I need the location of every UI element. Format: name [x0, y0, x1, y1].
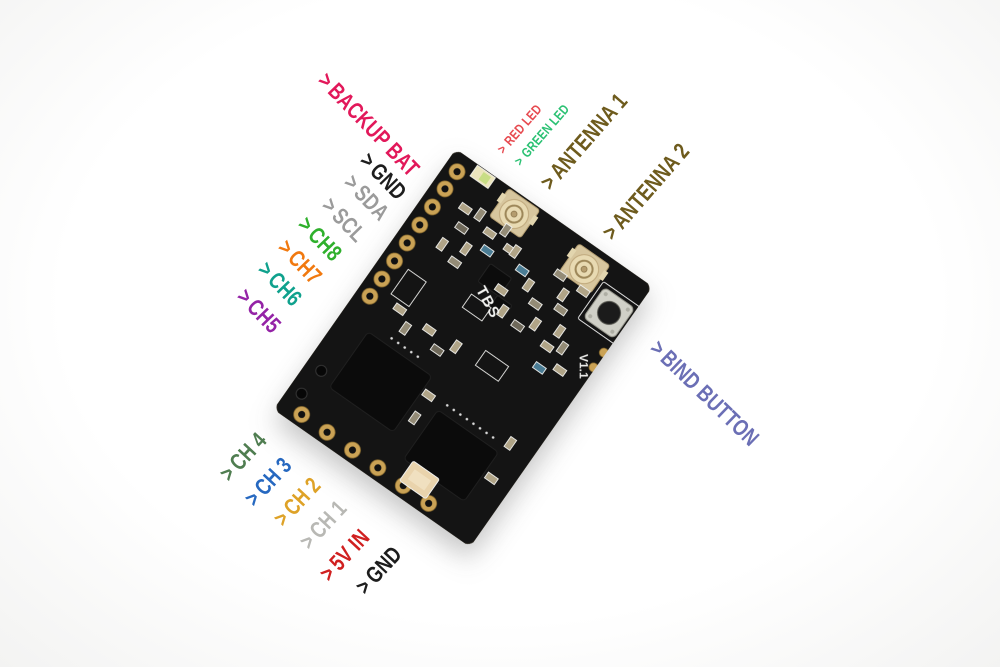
- mounting-holes: [295, 364, 328, 400]
- pin-label-text: ANTENNA 1: [544, 88, 633, 184]
- pcb-outline: [276, 151, 650, 545]
- via-dots: [390, 337, 495, 439]
- passive-components: [392, 201, 591, 486]
- pin-holes-bottom: [293, 406, 438, 512]
- pcb-board-graphic: TBS V1.1: [276, 151, 650, 545]
- crystal-component: [399, 461, 440, 499]
- ufl-connector-antenna-1: [489, 189, 540, 238]
- pin-label-text: ANTENNA 2: [606, 138, 695, 234]
- pin-holes-left: [361, 163, 466, 305]
- pin-label-antenna-1: >ANTENNA 1: [535, 88, 633, 195]
- pin-label-antenna-2: >ANTENNA 2: [597, 138, 695, 245]
- silkscreen-version-text: V1.1: [577, 354, 591, 379]
- bind-button-component: [577, 281, 641, 344]
- pin-label-text: BIND BUTTON: [655, 344, 765, 452]
- pin-label-bind-button: >BIND BUTTON: [645, 335, 765, 452]
- pcb-board: TBS V1.1: [274, 149, 653, 547]
- ic-chip-1: [330, 332, 432, 432]
- status-led: [469, 164, 497, 190]
- silkscreen-outlines: [390, 268, 510, 382]
- ufl-connector-antenna-2: [560, 244, 610, 293]
